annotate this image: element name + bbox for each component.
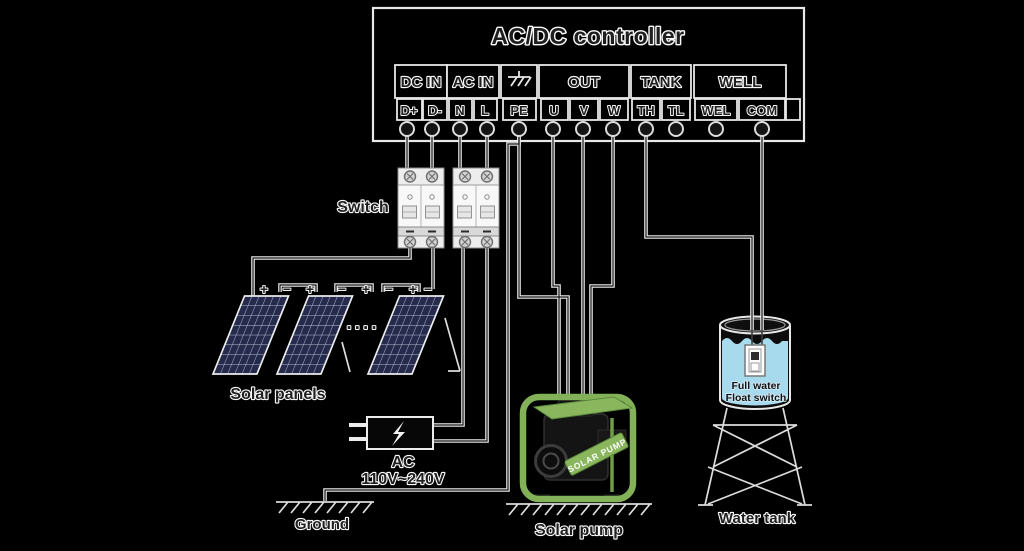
group-out-label: OUT: [568, 74, 600, 91]
ac-source: [349, 416, 434, 450]
ground-label: Ground: [295, 516, 349, 533]
terminal-dminus: [424, 121, 440, 137]
pump-inlet-flange: [534, 444, 568, 478]
tank-rim-inner: [724, 318, 786, 332]
panel-polarity-marks: + − + − + − + −: [259, 280, 433, 298]
panel-mark-minus-2: −: [338, 281, 346, 297]
switch-label: Switch: [337, 199, 389, 216]
terminal-dplus: [399, 121, 415, 137]
breaker-ac: [453, 168, 499, 248]
group-well: [693, 64, 787, 99]
pump-inlet-inner: [542, 452, 560, 470]
cell-dplus: [396, 98, 423, 121]
float-label-line1: Full water: [731, 380, 780, 392]
cell-u: [540, 98, 569, 121]
group-dc-in: [394, 64, 448, 99]
panel-mark-plus-3: +: [362, 281, 370, 297]
pump-ground-hatch: [506, 503, 652, 516]
group-ac-in: [446, 64, 500, 99]
float-switch-dark-block: [751, 352, 759, 360]
ac-voltage-label: 110V~240V: [361, 471, 445, 488]
panel-mark-plus-4: +: [409, 281, 417, 297]
pump-brand-band-bg: [564, 432, 629, 476]
terminal-com-label: COM: [747, 103, 777, 118]
float-switch-light-block: [750, 362, 760, 372]
terminal-l-label: L: [481, 103, 489, 118]
group-earth: [500, 64, 538, 99]
float-switch-wires: [751, 330, 763, 347]
controller-box: AC/DC controller DC IN AC IN OUT TANK WE…: [371, 6, 806, 143]
cell-n: [448, 98, 473, 121]
terminal-v-label: V: [580, 103, 589, 118]
panel-mark-minus-4: −: [424, 281, 432, 297]
earth-icon: [508, 71, 532, 87]
group-tank-label: TANK: [641, 74, 682, 91]
cell-spare: [785, 98, 801, 121]
group-ac-in-label: AC IN: [453, 74, 494, 91]
cell-v: [569, 98, 599, 121]
terminal-circles: [399, 121, 770, 137]
cell-pe: [502, 98, 537, 121]
panel-mark-plus-1: +: [260, 281, 268, 297]
cell-com: [738, 98, 786, 121]
terminal-dplus-label: D+: [401, 103, 418, 118]
terminal-tl: [668, 121, 684, 137]
group-tank: [630, 64, 692, 99]
panel-stands: [341, 317, 461, 373]
tank-rim: [719, 315, 791, 335]
solar-panel-2: [276, 295, 354, 375]
terminal-wel: [708, 121, 724, 137]
float-label-line2: Float switch: [726, 392, 787, 404]
solar-pump: SOLAR PUMP: [519, 393, 637, 503]
cell-l: [473, 98, 498, 121]
ac-label: AC: [391, 454, 415, 471]
solar-pump-label: Solar pump: [535, 522, 623, 539]
ac-prong-top: [349, 423, 367, 427]
cell-wel: [694, 98, 738, 121]
terminal-l: [479, 121, 495, 137]
cell-th: [631, 98, 661, 121]
terminal-com: [754, 121, 770, 137]
ac-prong-bottom: [349, 437, 367, 441]
float-switch: Full water Float switch: [725, 330, 787, 405]
terminal-w-label: W: [608, 103, 621, 118]
float-switch-inner: [748, 348, 762, 373]
group-dc-in-label: DC IN: [401, 74, 442, 91]
float-switch-body: [744, 344, 766, 377]
pump-top-plate: [532, 396, 634, 420]
group-out: [538, 64, 630, 99]
breaker-dc: [398, 168, 444, 248]
terminal-pe: [511, 121, 527, 137]
terminal-w: [605, 121, 621, 137]
terminal-pe-label: PE: [510, 103, 528, 118]
terminal-dminus-label: D-: [428, 103, 442, 118]
solar-panels: [212, 295, 461, 375]
terminal-wel-label: WEL: [702, 103, 731, 118]
terminal-th-label: TH: [637, 103, 654, 118]
terminal-th: [638, 121, 654, 137]
solar-panels-label: Solar panels: [230, 386, 325, 403]
cell-w: [599, 98, 629, 121]
lightning-icon: [392, 421, 405, 446]
controller-title: AC/DC controller: [491, 23, 684, 49]
terminal-n-label: N: [455, 103, 464, 118]
terminal-u-label: U: [549, 103, 558, 118]
solar-panel-1: [212, 295, 290, 375]
terminal-u: [545, 121, 561, 137]
pump-frame: [519, 393, 637, 503]
terminal-n: [452, 121, 468, 137]
cell-dminus: [422, 98, 448, 121]
terminal-tl-label: TL: [668, 103, 684, 118]
tank-tower: [698, 407, 812, 506]
panel-mark-minus-3: −: [385, 281, 393, 297]
panel-mark-plus-2: +: [306, 281, 314, 297]
group-well-label: WELL: [719, 74, 762, 91]
panel-continuation-dots: ····: [346, 318, 379, 339]
ground-symbol: [276, 501, 374, 514]
panel-mark-minus-1: −: [283, 281, 291, 297]
cell-tl: [661, 98, 691, 121]
terminal-v: [575, 121, 591, 137]
water-tank-label: Water tank: [719, 510, 796, 527]
